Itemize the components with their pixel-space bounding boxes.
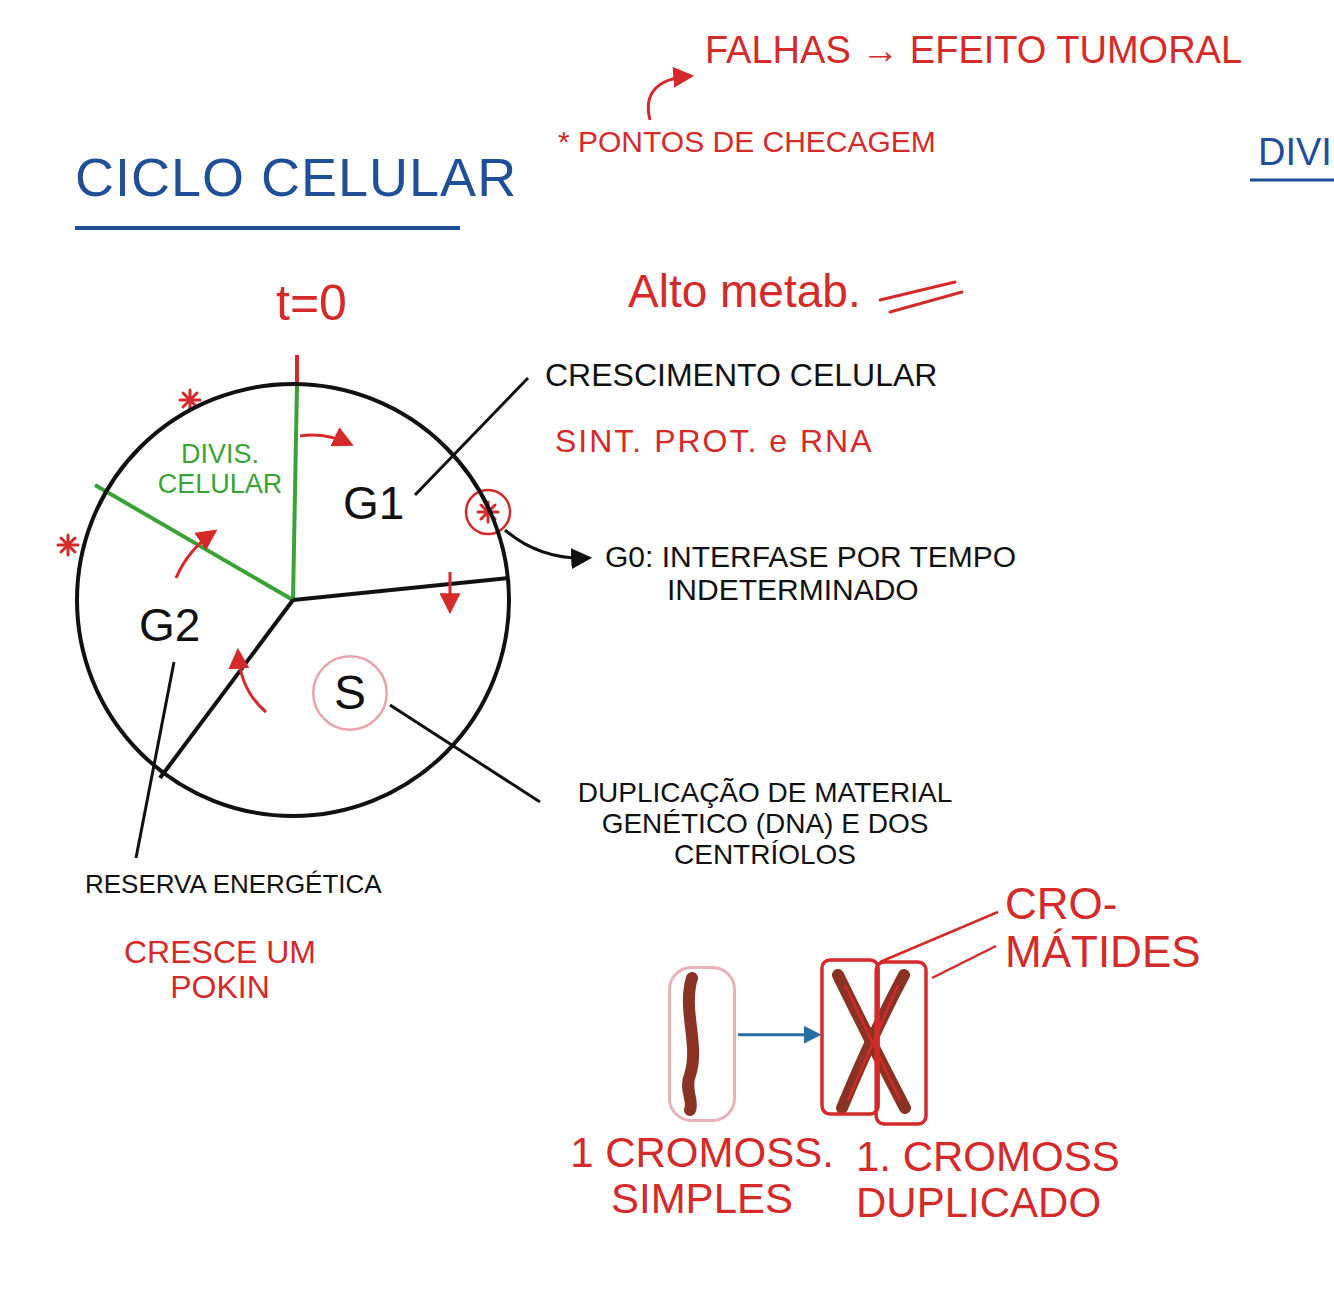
heading-underline	[1250, 179, 1334, 182]
phase-label: G2	[139, 600, 200, 651]
checkpoint-ring	[466, 490, 510, 534]
cell-cycle-circle: DIVIS. CELULAR G1G2S	[75, 382, 511, 818]
phase-s-ring: S	[312, 655, 388, 731]
cycle-arrow	[238, 652, 266, 712]
phase-description: G0: INTERFASE POR TEMPO INDETERMINADO	[605, 540, 1045, 606]
checkpoint-star	[58, 535, 78, 555]
phase-note: CRESCE UM POKIN	[120, 935, 320, 1005]
part-label: CRO- MÁTIDES	[1005, 880, 1235, 977]
note: FALHAS → EFEITO TUMORAL	[705, 30, 1242, 72]
note: * PONTOS DE CHECAGEM	[558, 125, 936, 158]
chromosome-box: 1. CROMOSS DUPLICADO	[820, 958, 928, 1126]
duplicated-chromosome	[842, 975, 904, 1108]
phase-description: DUPLICAÇÃO DE MATERIAL GENÉTICO (DNA) E …	[545, 778, 985, 870]
heading-fragment: DIVI	[1258, 132, 1332, 174]
note: Alto metab.	[628, 266, 861, 317]
emphasis-scribble	[880, 282, 962, 312]
phase-note: SINT. PROT. e RNA	[555, 424, 874, 459]
duplicated-chromosome	[838, 975, 905, 1108]
leader-arrow	[505, 530, 588, 558]
note-arrow	[648, 76, 690, 120]
cycle-arrow	[300, 435, 350, 444]
title: CICLO CELULAR	[75, 148, 517, 207]
leader-line	[390, 705, 540, 802]
chromosome-box: 1 CROMOSS. SIMPLES	[668, 966, 736, 1122]
phase-description: RESERVA ENERGÉTICA	[85, 870, 382, 899]
phase-label: DIVIS. CELULAR	[145, 440, 295, 499]
connector-arrow	[738, 1033, 818, 1036]
cycle-arrow	[449, 572, 452, 610]
leader-line	[136, 662, 174, 858]
chromosome-label: 1 CROMOSS. SIMPLES	[542, 1130, 862, 1222]
time-mark: t=0	[276, 276, 347, 331]
title-underline	[75, 226, 460, 230]
simple-chromosome	[688, 978, 693, 1110]
phase-description: CRESCIMENTO CELULAR	[545, 358, 937, 393]
leader-line	[932, 946, 996, 978]
phase-label: G1	[343, 478, 404, 529]
chromosome-label: 1. CROMOSS DUPLICADO	[856, 1134, 1176, 1226]
chromosome-box-outline	[820, 958, 928, 1126]
sector-line	[95, 485, 293, 600]
chromosome-box-outline	[668, 966, 736, 1122]
sector-line	[293, 384, 297, 600]
chromatid-mark	[845, 985, 900, 1100]
cycle-arrow	[176, 532, 214, 578]
phase-label: S	[334, 667, 366, 720]
sector-line	[293, 578, 509, 600]
